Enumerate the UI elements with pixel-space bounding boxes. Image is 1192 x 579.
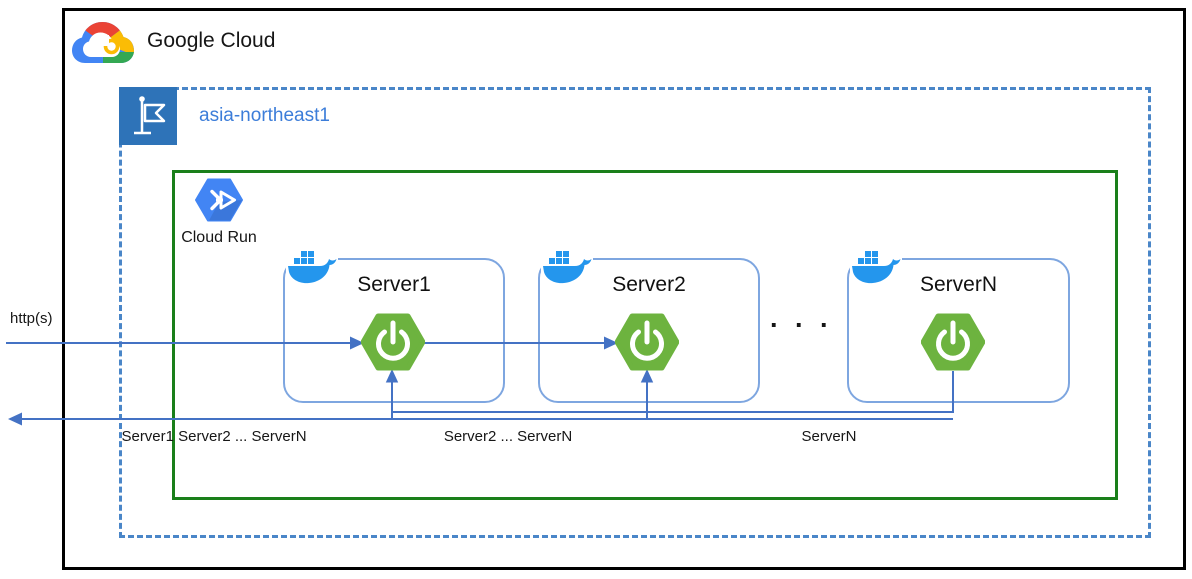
server-title-n: ServerN bbox=[919, 273, 998, 296]
http-request-label: http(s) bbox=[10, 310, 53, 327]
google-cloud-boundary bbox=[62, 8, 1186, 570]
response-exit-arrowhead bbox=[8, 412, 22, 426]
region-flag-tile bbox=[119, 87, 177, 145]
server-title-2: Server2 bbox=[612, 273, 686, 296]
ellipsis-label: . . . bbox=[770, 303, 833, 333]
google-cloud-logo-icon bbox=[70, 16, 136, 68]
google-cloud-title: Google Cloud bbox=[147, 29, 276, 52]
response-label-1: Server1 Server2 ... ServerN bbox=[121, 428, 307, 445]
response-label-2: Server2 ... ServerN bbox=[443, 428, 573, 445]
spring-boot-icon-2 bbox=[615, 313, 679, 371]
region-label: asia-northeast1 bbox=[199, 105, 330, 126]
region-boundary bbox=[119, 87, 1151, 538]
spring-boot-icon-1 bbox=[361, 313, 425, 371]
flag-icon bbox=[134, 96, 166, 135]
cloud-run-boundary bbox=[172, 170, 1118, 500]
cloud-run-icon bbox=[195, 176, 243, 224]
docker-icon-2 bbox=[541, 249, 593, 289]
server-title-1: Server1 bbox=[357, 273, 431, 296]
cloud-run-label: Cloud Run bbox=[181, 229, 257, 246]
spring-boot-icon-n bbox=[921, 313, 985, 371]
docker-icon-1 bbox=[286, 249, 338, 289]
server-card-n bbox=[847, 258, 1070, 403]
docker-icon-n bbox=[850, 249, 902, 289]
response-label-3: ServerN bbox=[801, 428, 857, 445]
